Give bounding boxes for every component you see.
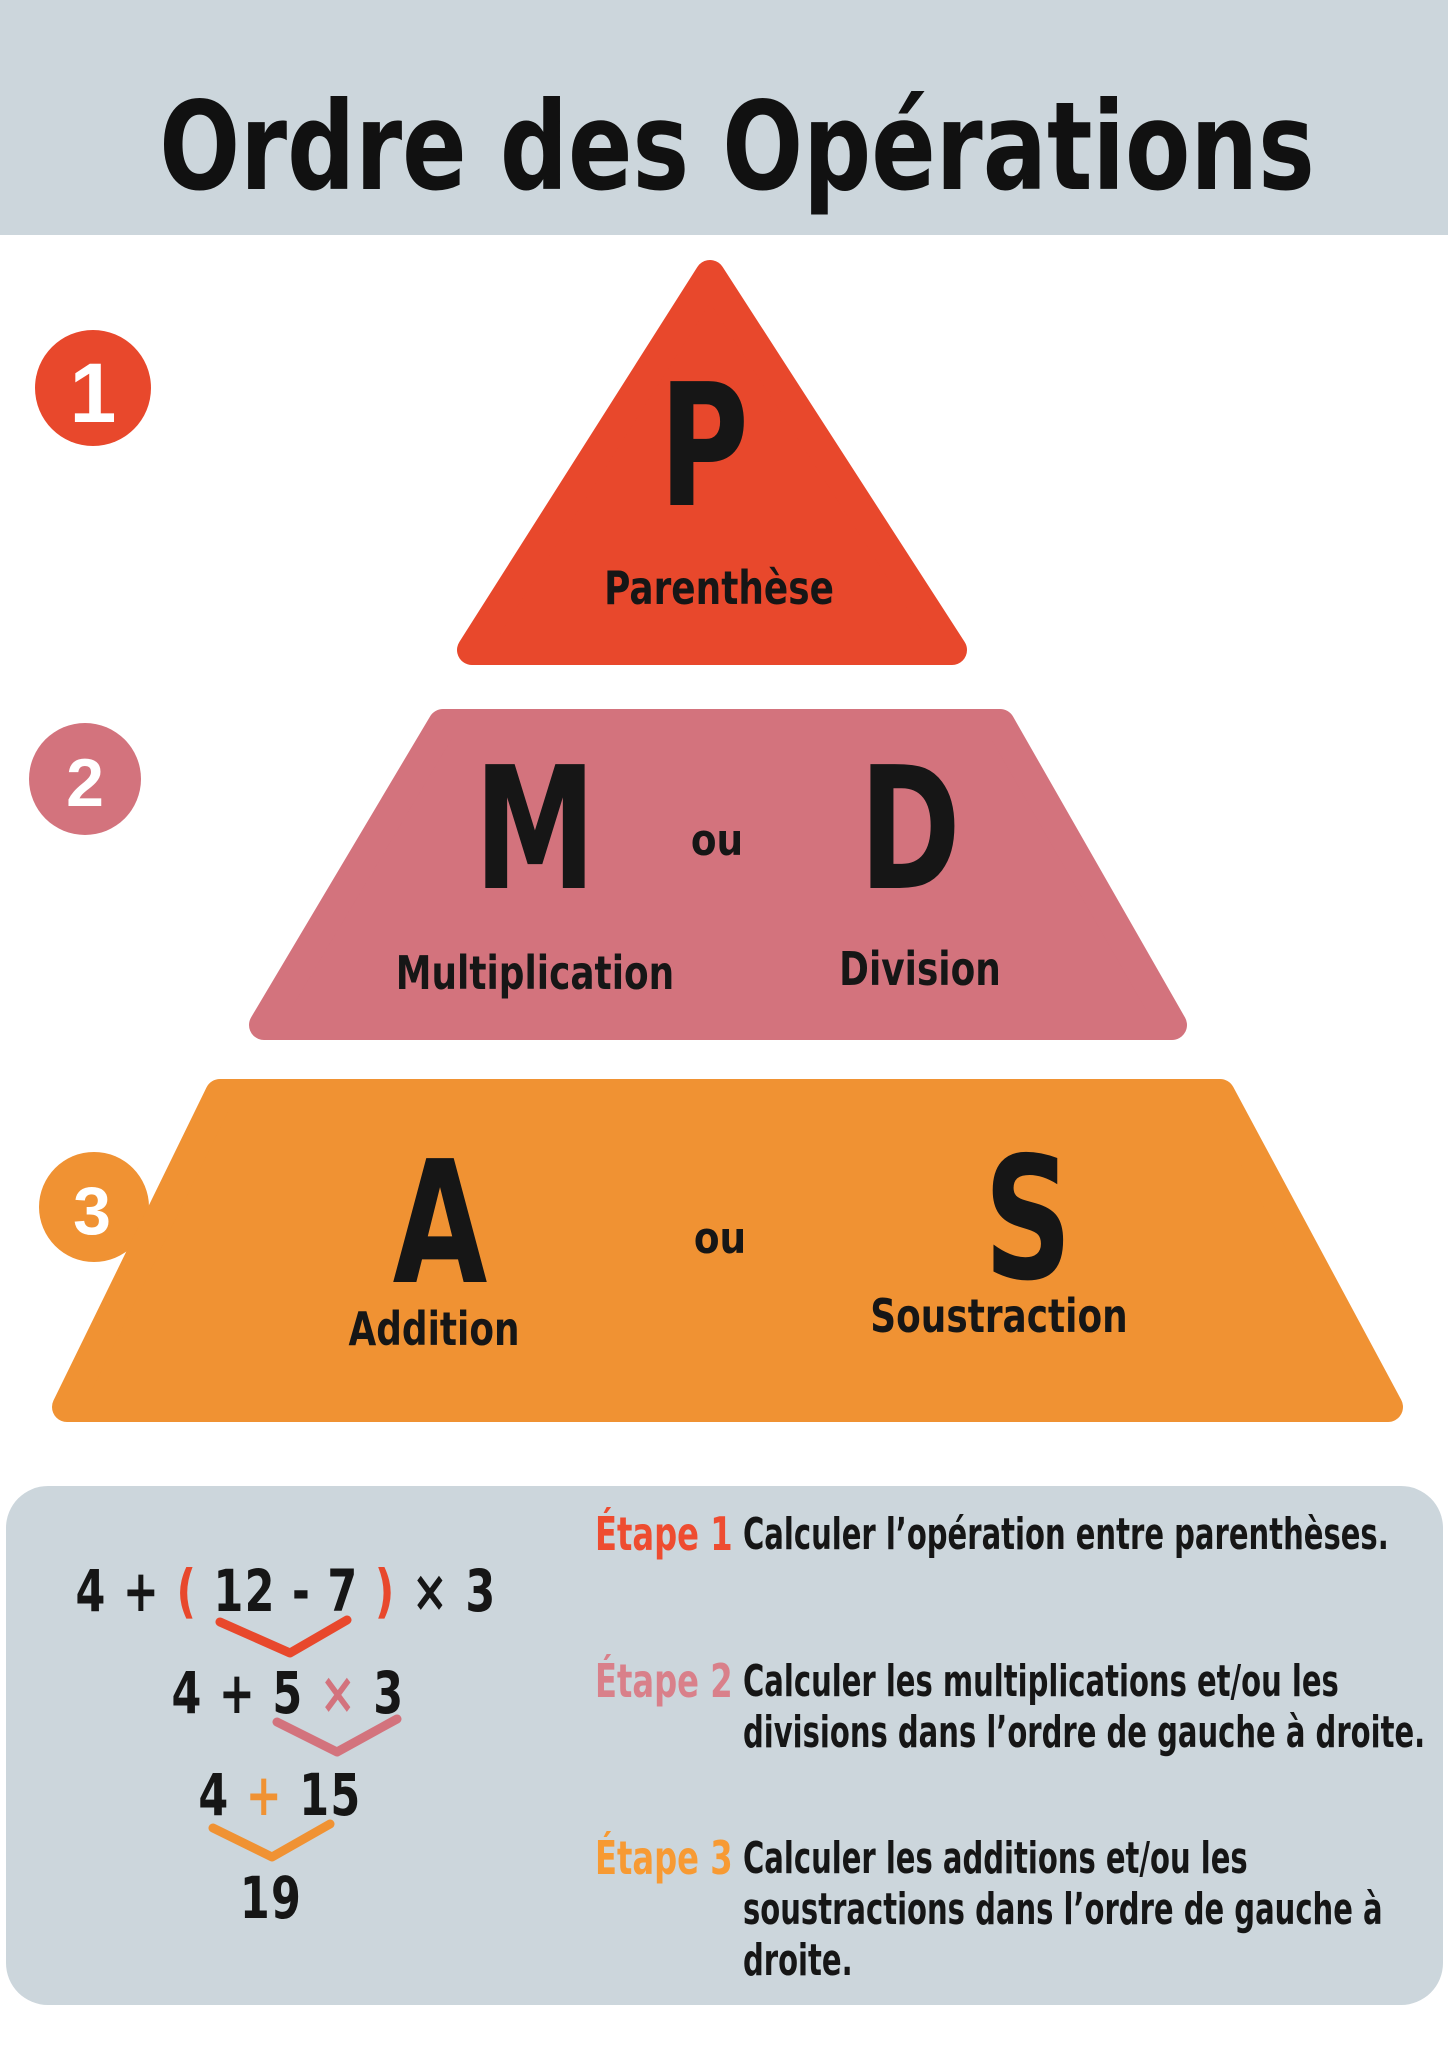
example-result: 19 xyxy=(239,1864,303,1932)
example-line-2: 4 + 5 × 3 xyxy=(0,1664,584,1722)
times-sign: × xyxy=(319,1659,358,1727)
level1-letter-p: P xyxy=(659,348,749,546)
level2-connector-ou: ou xyxy=(690,815,744,866)
example-panel xyxy=(6,1486,1443,2005)
plus-sign: + xyxy=(245,1761,284,1829)
level2-letter-m: M xyxy=(474,731,596,929)
level2-letter-d: D xyxy=(859,731,961,929)
level1-label-parenthese: Parenthèse xyxy=(604,561,834,615)
close-paren: ) xyxy=(374,1557,396,1625)
step1-chevron xyxy=(215,1615,352,1658)
step3-number: 3 xyxy=(73,1173,111,1249)
example-line3-prefix: 4 xyxy=(198,1761,246,1829)
step1-number: 1 xyxy=(69,346,117,440)
step2-description: Calculer les multiplications et/ou les d… xyxy=(743,1656,1426,1758)
pyramid-level3-trapezoid xyxy=(52,1079,1403,1422)
title-banner xyxy=(0,0,1448,235)
example-line1-inner: 12 - 7 xyxy=(197,1557,375,1625)
level3-connector-ou: ou xyxy=(693,1213,747,1264)
step3-chevron xyxy=(208,1819,335,1862)
step1-description: Calculer l’opération entre parenthèses. xyxy=(743,1509,1389,1560)
example-line1-suffix: × 3 xyxy=(395,1557,497,1625)
pyramid-level2-trapezoid xyxy=(249,709,1187,1040)
level3-letter-a: A xyxy=(392,1125,488,1323)
example-line-3: 4 + 15 xyxy=(0,1766,576,1824)
step1-label: Étape 1 xyxy=(595,1507,733,1561)
step3-description: Calculer les additions et/ou les soustra… xyxy=(743,1833,1383,1986)
step2-chevron xyxy=(272,1714,402,1757)
step1-circle xyxy=(35,330,151,446)
page-title: Ordre des Opérations xyxy=(159,76,1315,218)
example-line2-prefix: 4 + 5 xyxy=(171,1659,320,1727)
level3-letter-s: S xyxy=(983,1121,1073,1319)
step3-circle xyxy=(39,1152,149,1262)
example-line1-prefix: 4 + xyxy=(75,1557,177,1625)
step3-label: Étape 3 xyxy=(595,1831,733,1885)
level2-label-multiplication: Multiplication xyxy=(395,946,675,1000)
level2-label-division: Division xyxy=(839,942,1001,996)
level3-label-addition: Addition xyxy=(348,1302,520,1356)
open-paren: ( xyxy=(176,1557,198,1625)
level3-label-soustraction: Soustraction xyxy=(870,1289,1128,1343)
pyramid-level1-triangle xyxy=(457,260,967,665)
example-line2-suffix: 3 xyxy=(357,1659,405,1727)
example-line-1: 4 + ( 12 - 7 ) × 3 xyxy=(0,1562,582,1620)
example-line3-suffix: 15 xyxy=(283,1761,362,1829)
step2-label: Étape 2 xyxy=(595,1654,733,1708)
step2-circle xyxy=(29,723,141,835)
step2-number: 2 xyxy=(66,745,104,821)
